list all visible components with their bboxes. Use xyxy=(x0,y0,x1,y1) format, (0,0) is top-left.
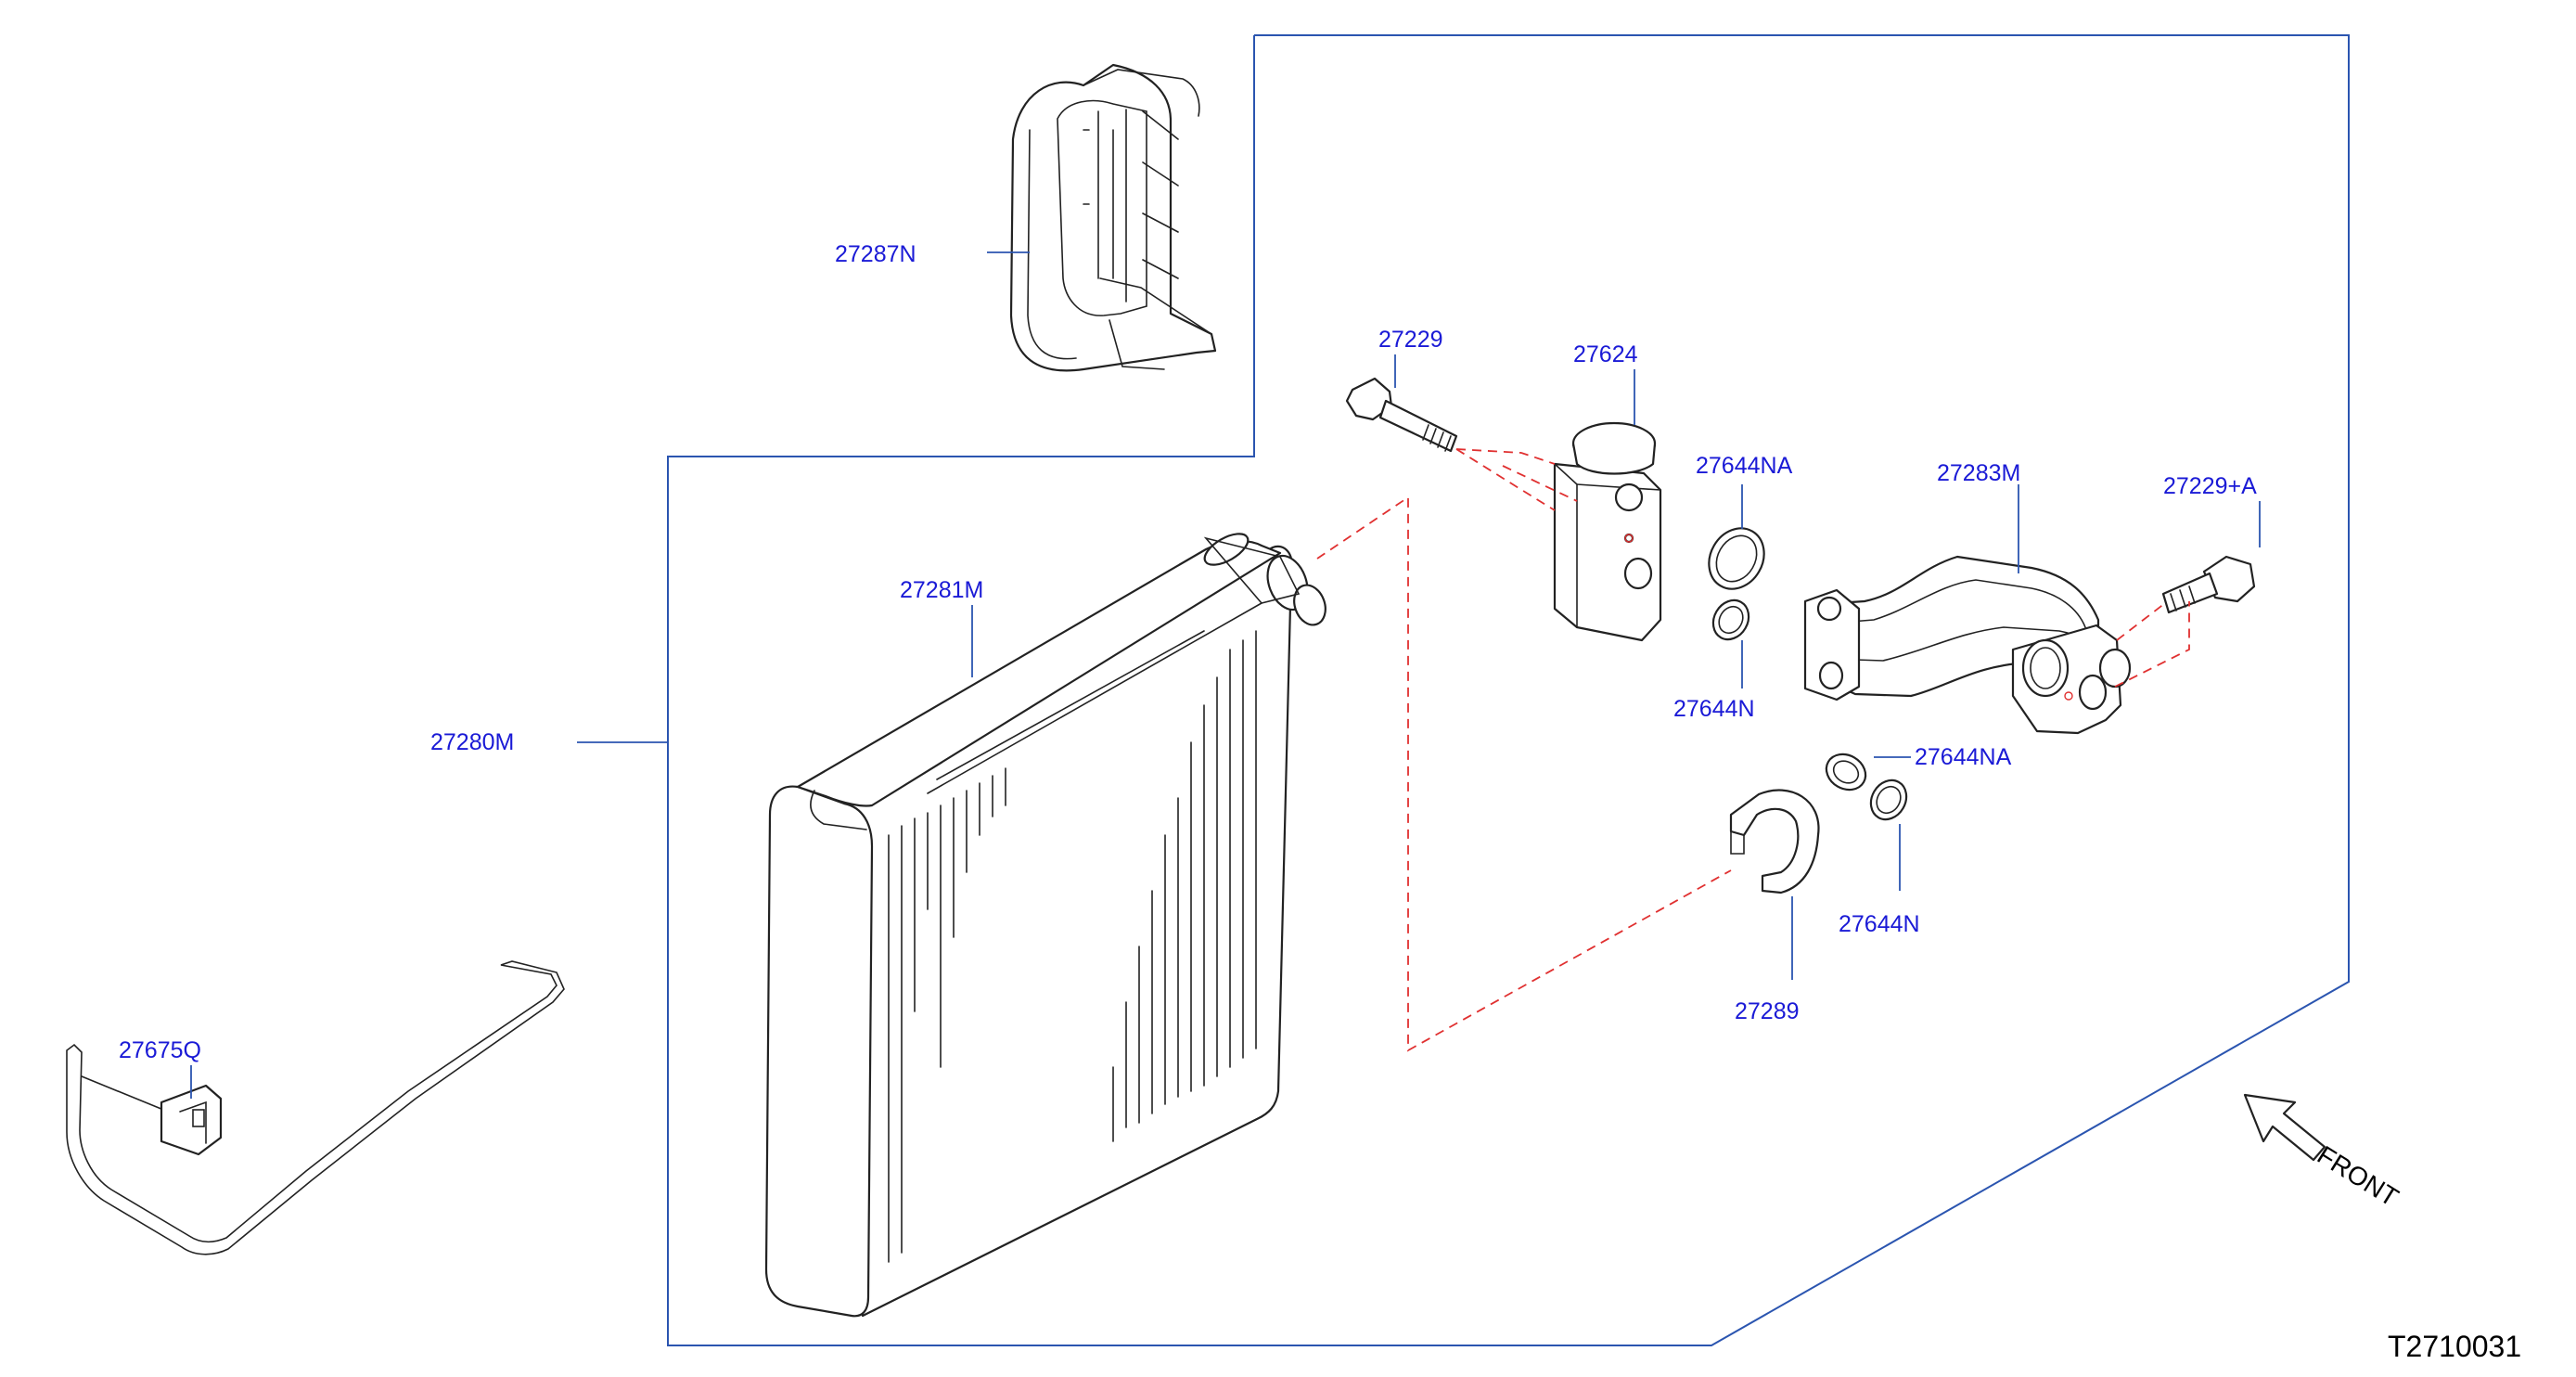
leader-lines xyxy=(190,251,2261,1099)
part-27644NA-oring-top[interactable] xyxy=(1698,519,1775,599)
part-27644N-oring-bottom[interactable] xyxy=(1864,774,1913,826)
label-27229A[interactable]: 27229+A xyxy=(2163,473,2257,499)
part-27644NA-oring-bottom[interactable] xyxy=(1820,747,1872,796)
part-27283M-pipe[interactable] xyxy=(1803,555,2132,735)
part-27287N-seal[interactable] xyxy=(1009,63,1217,372)
connection-lines xyxy=(1316,448,2190,1052)
part-27229A-bolt[interactable] xyxy=(2161,555,2256,614)
label-27644NA-bottom[interactable]: 27644NA xyxy=(1915,744,2012,770)
label-27281M[interactable]: 27281M xyxy=(900,577,983,603)
label-27287N[interactable]: 27287N xyxy=(835,241,916,267)
part-27644N-oring-top[interactable] xyxy=(1706,594,1755,646)
label-27644N-top[interactable]: 27644N xyxy=(1673,696,1755,722)
label-27624[interactable]: 27624 xyxy=(1573,341,1638,367)
diagram-code: T2710031 xyxy=(2388,1330,2521,1363)
arrow-up-left-icon xyxy=(2243,1093,2326,1162)
label-27229[interactable]: 27229 xyxy=(1378,327,1443,353)
label-27289[interactable]: 27289 xyxy=(1735,998,1800,1024)
part-27281M-evaporator[interactable] xyxy=(764,528,1331,1318)
assembly-outline xyxy=(667,34,2350,1346)
part-27229-bolt[interactable] xyxy=(1345,377,1458,453)
part-27289-clip[interactable] xyxy=(1729,789,1820,894)
front-label: FRONT xyxy=(2313,1140,2403,1212)
label-27675Q[interactable]: 27675Q xyxy=(119,1037,201,1063)
front-indicator: FRONT xyxy=(2243,1093,2403,1212)
label-27283M[interactable]: 27283M xyxy=(1937,460,2020,486)
part-27675Q-sensor[interactable] xyxy=(66,960,565,1255)
label-27280M[interactable]: 27280M xyxy=(430,729,514,755)
label-27644N-bottom[interactable]: 27644N xyxy=(1839,911,1920,937)
evaporator-pipe-flange xyxy=(1203,533,1326,626)
evaporator-fins xyxy=(888,630,1257,1263)
part-27624-expansion-valve[interactable] xyxy=(1553,421,1662,642)
label-27644NA-top[interactable]: 27644NA xyxy=(1696,453,1793,479)
